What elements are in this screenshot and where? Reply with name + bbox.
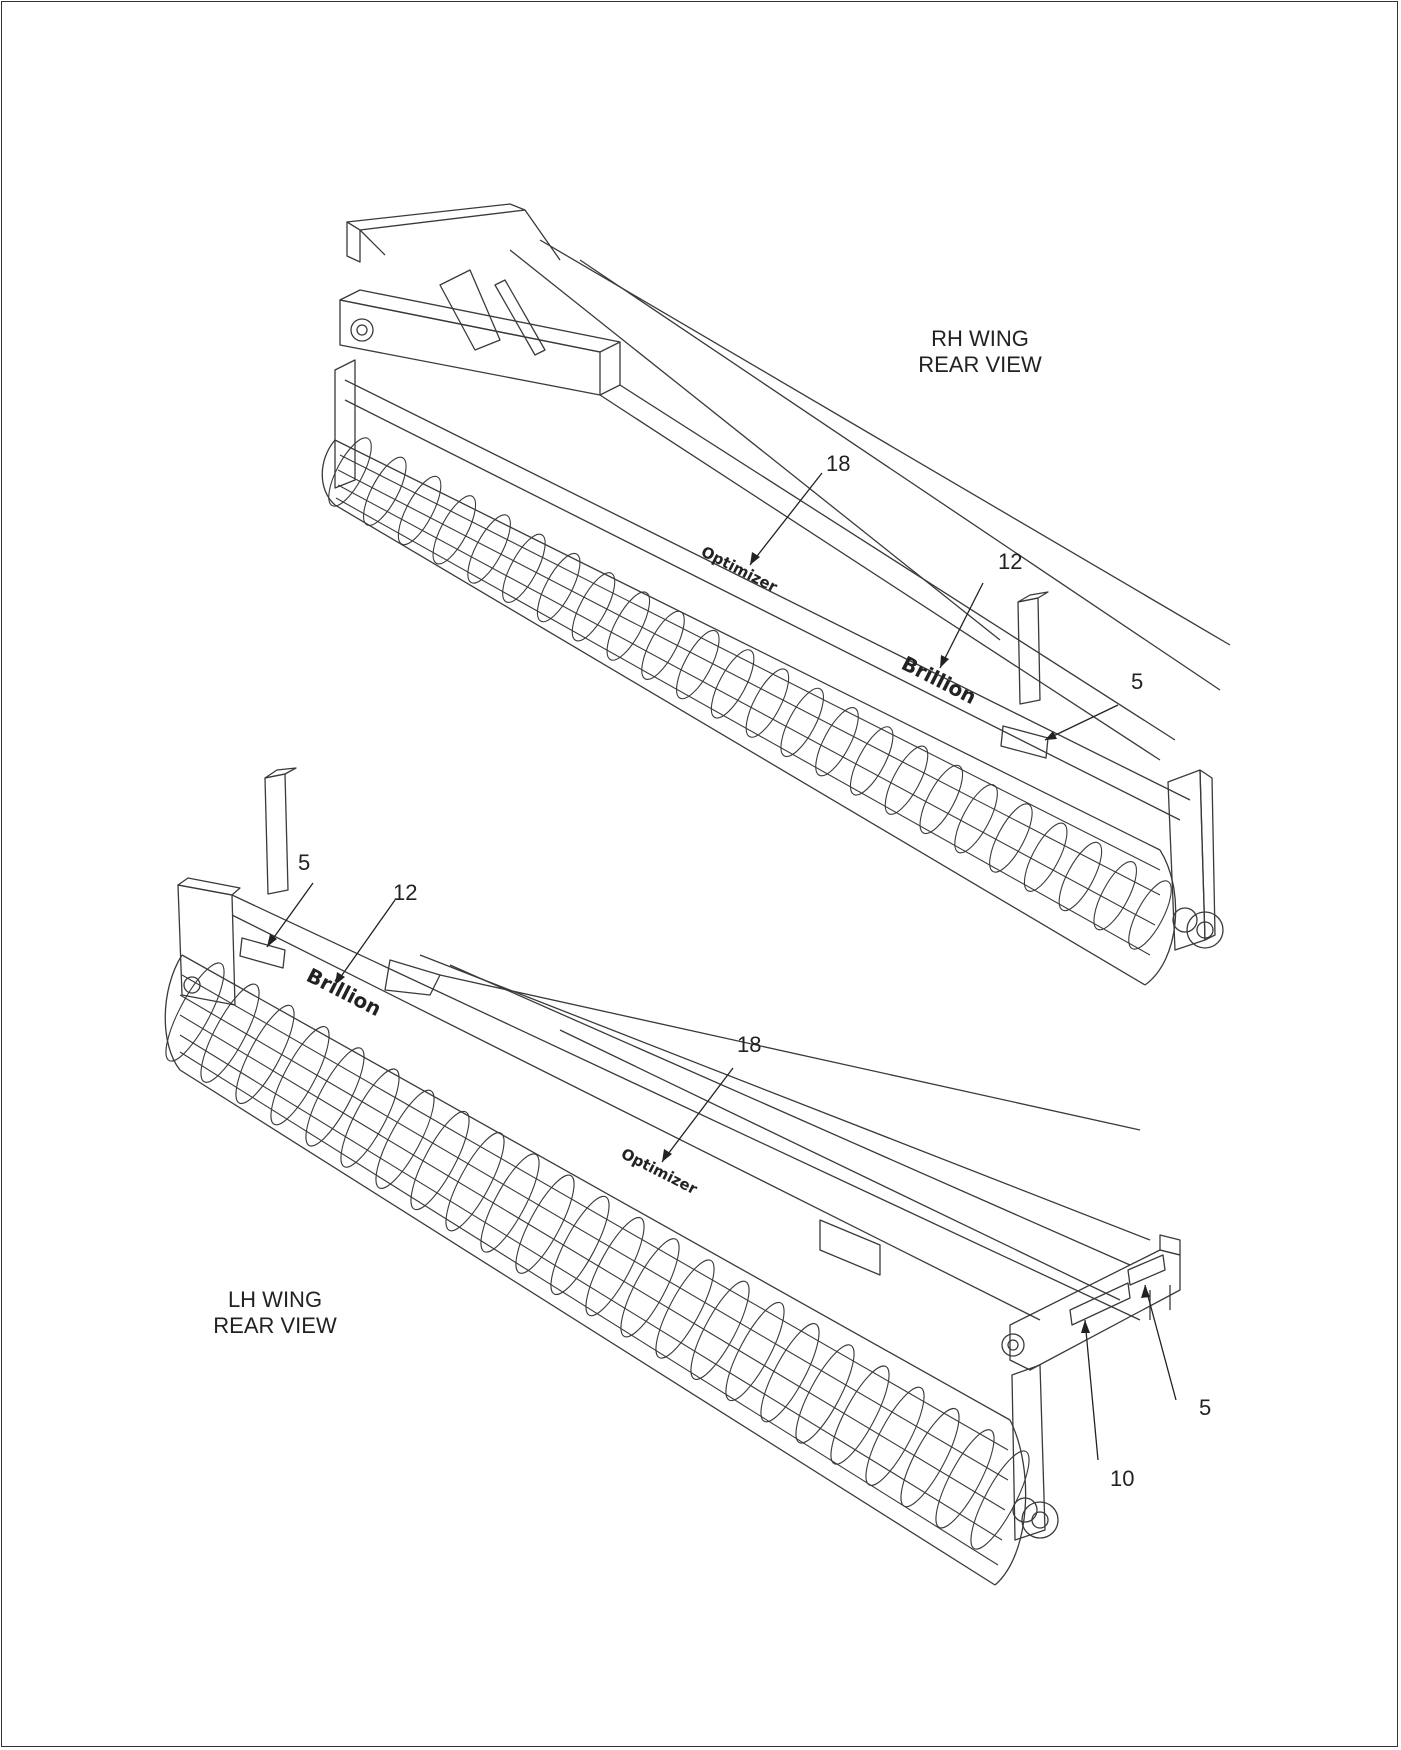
lh-cage-ring [830, 1365, 890, 1465]
rh-cage-ring [502, 533, 546, 603]
rh-cage-ring [328, 437, 372, 507]
rh-cage-ring [1058, 841, 1103, 912]
lh-cage-ring [655, 1259, 715, 1359]
rh-view-label-line1: RH WING [931, 326, 1029, 351]
rh-cage-ring [536, 552, 581, 623]
callout-rh-18: 18 [826, 451, 851, 476]
decal-text: Optimizer Brillion Brillion Optimizer [303, 543, 981, 1199]
lh-cage-ring [550, 1195, 610, 1296]
rh-cage-ring [606, 591, 651, 661]
lh-cage-ring [270, 1026, 330, 1126]
rh-cage-ring [919, 764, 964, 835]
rh-view-label-line2: REAR VIEW [918, 352, 1042, 377]
leader-lines [266, 472, 1177, 1461]
lh-decal-10 [1069, 1282, 1131, 1326]
rh-cage-ring [397, 475, 442, 546]
lh-decal-5b [1127, 1254, 1166, 1286]
rh-optimizer-decal: Optimizer [698, 543, 781, 597]
rh-cage-ring [1128, 880, 1172, 950]
callout-lh-5: 5 [298, 850, 311, 875]
lh-optimizer-decal: Optimizer [618, 1145, 701, 1199]
lh-cage-ring [725, 1301, 785, 1402]
rh-cage-ring [780, 687, 824, 758]
lh-cage-ring [340, 1068, 400, 1168]
rh-cage-ring [641, 610, 685, 680]
lh-decal-5 [239, 937, 286, 969]
lh-cage-ring [445, 1132, 505, 1232]
lh-cage-ring [585, 1216, 645, 1317]
lh-cage-ring [865, 1386, 925, 1486]
rh-decal-5 [1000, 725, 1049, 759]
lh-cage-ring [305, 1047, 365, 1147]
rh-cage-ring [676, 629, 720, 700]
lh-view-label-line2: REAR VIEW [213, 1313, 337, 1338]
lh-cage-ring [200, 983, 260, 1083]
callout-rh-12: 12 [998, 549, 1023, 574]
lh-cage-ring [760, 1323, 820, 1423]
rh-cage-ring [1023, 822, 1068, 892]
rh-wing-cage [328, 437, 1172, 956]
rh-cage-ring [745, 668, 790, 738]
rh-cage-ring [571, 572, 616, 642]
rh-brillion-decal: Brillion [898, 651, 981, 709]
callout-lh-12: 12 [393, 880, 418, 905]
rh-cage-ring [849, 726, 894, 796]
rh-cage-ring [1093, 861, 1137, 931]
lh-cage-ring [935, 1429, 995, 1529]
rh-cage-ring [989, 803, 1033, 873]
lh-cage-ring [970, 1450, 1030, 1550]
lh-cage-ring [165, 962, 225, 1062]
rh-view-label: RH WING REAR VIEW [905, 326, 1055, 378]
rh-cage-ring [954, 784, 998, 854]
lh-cage-ring [620, 1238, 680, 1338]
lh-wing-cage [165, 962, 1030, 1566]
lh-view-label-line1: LH WING [227, 1287, 323, 1312]
callout-lh-10: 10 [1110, 1466, 1135, 1491]
lh-wing-assembly [164, 767, 1181, 1586]
rh-cage-ring [710, 649, 755, 719]
lh-cage-ring [375, 1089, 435, 1189]
lh-cage-ring [795, 1344, 855, 1444]
callout-lh-5b: 5 [1199, 1395, 1212, 1420]
leader-arrowheads [267, 552, 1150, 1333]
lh-cage-ring [515, 1174, 575, 1274]
lh-view-label: LH WING REAR VIEW [200, 1287, 350, 1339]
rh-wing-assembly [321, 203, 1231, 986]
callout-rh-5: 5 [1131, 669, 1144, 694]
rh-cage-ring [884, 745, 929, 815]
rh-cage-ring [363, 456, 407, 526]
rh-cage-ring [467, 514, 511, 584]
callout-lh-18: 18 [737, 1032, 762, 1057]
lh-cage-ring [410, 1110, 470, 1211]
lh-cage-ring [235, 1004, 295, 1105]
lh-cage-ring [480, 1153, 540, 1253]
rh-cage-ring [815, 707, 859, 777]
lh-cage-ring [690, 1280, 750, 1380]
